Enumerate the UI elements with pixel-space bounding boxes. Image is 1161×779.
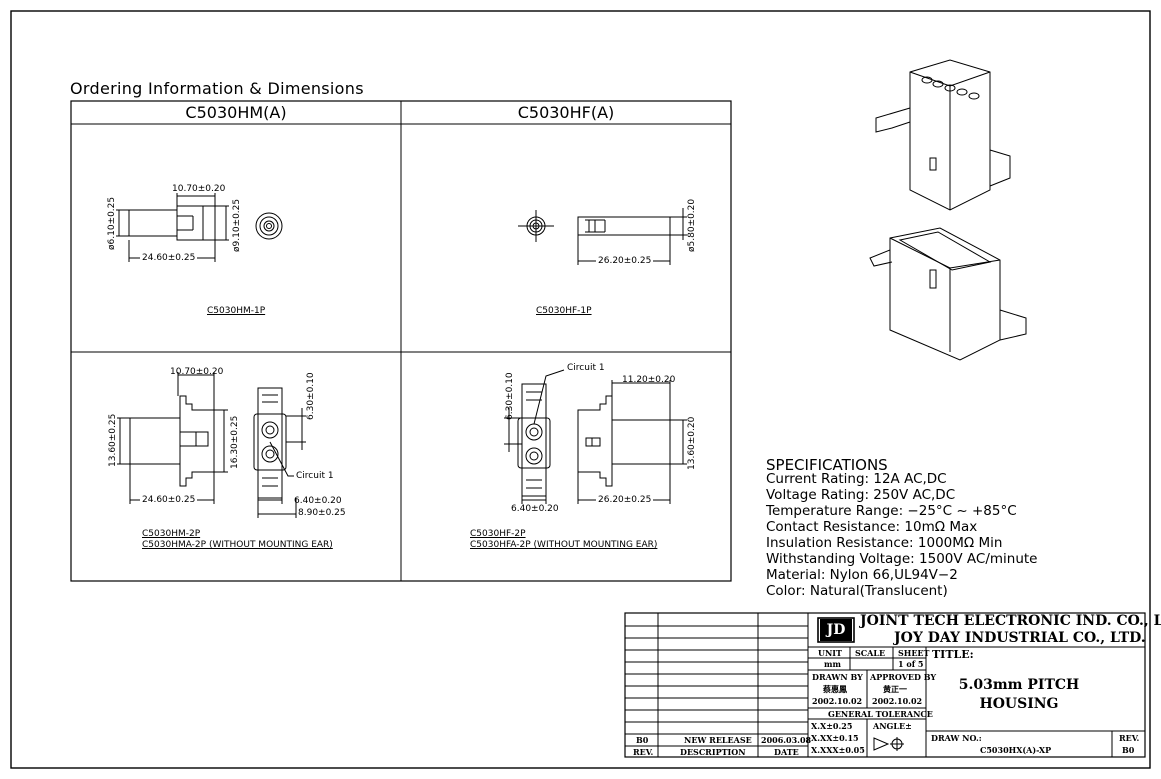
drawn-by: 蔡惠鳳: [823, 684, 847, 694]
spec-line: Temperature Range: −25°C ~ +85°C: [766, 503, 1017, 519]
hf1-dim-bottom: 26.20±0.25: [596, 256, 654, 266]
hm2-circuit: Circuit 1: [296, 471, 334, 481]
unit-value: mm: [824, 659, 841, 669]
spec-line: Contact Resistance: 10mΩ Max: [766, 519, 978, 535]
hm1-dim-top: 10.70±0.20: [172, 184, 226, 194]
hm2-dim-top: 10.70±0.20: [170, 367, 224, 377]
hm2-dim-width: 8.90±0.25: [298, 508, 346, 518]
spec-title: SPECIFICATIONS: [766, 456, 888, 474]
rev-row-desc: NEW RELEASE: [684, 735, 752, 745]
hf2p-drawing: [504, 369, 687, 504]
rev-row-rev: B0: [636, 735, 649, 745]
isometric-male-housing: [869, 227, 1027, 361]
ordering-title: Ordering Information & Dimensions: [70, 79, 364, 98]
hm2-dim-pitch: 6.40±0.20: [294, 496, 342, 506]
title-label: TITLE:: [932, 648, 974, 661]
tolerance-3: X.XXX±0.05: [811, 745, 865, 755]
hf2-dim-right: 13.60±0.20: [687, 416, 697, 470]
drawing-number-label: DRAW NO.:: [931, 733, 982, 743]
spec-line: Color: Natural(Translucent): [766, 583, 948, 599]
col-header-hm: C5030HM(A): [185, 103, 287, 122]
hf2-circuit: Circuit 1: [567, 363, 605, 373]
hf1-part: C5030HF-1P: [536, 306, 592, 316]
spec-line: Material: Nylon 66,UL94V−2: [766, 567, 958, 583]
hm1-dim-right: ø9.10±0.25: [232, 198, 242, 252]
drawing-number: C5030HX(A)-XP: [980, 745, 1052, 755]
tolerance-2: X.XX±0.15: [811, 733, 859, 743]
drawn-by-label: DRAWN BY: [812, 672, 863, 682]
scale-label: SCALE: [855, 648, 886, 658]
spec-line: Voltage Rating: 250V AC,DC: [766, 487, 956, 503]
hm2-dim-mid: 16.30±0.25: [230, 415, 240, 469]
drawing-title-2: HOUSING: [979, 696, 1059, 712]
rev-row-date: 2006.03.08: [761, 735, 812, 745]
angle-label: ANGLE±: [873, 721, 912, 731]
unit-label: UNIT: [818, 648, 842, 658]
hm1-dim-bottom: 24.60±0.25: [140, 253, 198, 263]
approved-by: 黄正一: [883, 684, 907, 694]
rev-label: REV.: [1119, 733, 1140, 743]
approved-date: 2002.10.02: [872, 696, 923, 706]
hm1-part: C5030HM-1P: [207, 306, 266, 316]
hf2-dim-bottom: 26.20±0.25: [596, 495, 654, 505]
description-header: DESCRIPTION: [680, 747, 746, 757]
isometric-female-housing: [875, 59, 1011, 211]
date-header: DATE: [774, 747, 799, 757]
company-name-2: JOY DAY INDUSTRIAL CO., LTD.: [894, 630, 1146, 646]
sheet-value: 1 of 5: [898, 659, 924, 669]
col-header-hf: C5030HF(A): [517, 103, 615, 122]
drawing-title-1: 5.03mm PITCH: [958, 677, 1080, 693]
hm1-dim-left: ø6.10±0.25: [107, 196, 117, 250]
hf2-dim-pitch: 6.40±0.20: [511, 504, 559, 514]
hf2-part2: C5030HFA-2P (WITHOUT MOUNTING EAR): [470, 540, 658, 550]
company-logo-icon: JD: [820, 619, 852, 641]
hm2-dim-left: 13.60±0.25: [108, 413, 118, 467]
hf2-dim-left: 6.30±0.10: [505, 372, 515, 420]
hm1p-drawing: [116, 193, 283, 262]
hm2-dim-right: 6.30±0.10: [306, 372, 316, 420]
hm2-part2: C5030HMA-2P (WITHOUT MOUNTING EAR): [142, 540, 333, 550]
hm2-dim-bottom: 24.60±0.25: [140, 495, 198, 505]
title-block: [624, 612, 1146, 758]
spec-line: Withstanding Voltage: 1500V AC/minute: [766, 551, 1038, 567]
tolerance-1: X.X±0.25: [811, 721, 853, 731]
hf1p-drawing: [518, 208, 687, 265]
spec-line: Insulation Resistance: 1000MΩ Min: [766, 535, 1003, 551]
drawn-date: 2002.10.02: [812, 696, 863, 706]
spec-line: Current Rating: 12A AC,DC: [766, 471, 947, 487]
sheet-label: SHEET: [898, 648, 930, 658]
approved-by-label: APPROVED BY: [870, 672, 937, 682]
tolerance-label: GENERAL TOLERANCE: [828, 709, 933, 719]
rev-value: B0: [1122, 745, 1135, 755]
hf2-dim-top: 11.20±0.20: [622, 375, 676, 385]
hf2-part1: C5030HF-2P: [470, 529, 526, 539]
hm2-part1: C5030HM-2P: [142, 529, 201, 539]
rev-header: REV.: [633, 747, 654, 757]
company-name-1: JOINT TECH ELECTRONIC IND. CO., LTD.: [860, 613, 1161, 629]
hf1-dim-right: ø5.80±0.20: [687, 198, 697, 252]
